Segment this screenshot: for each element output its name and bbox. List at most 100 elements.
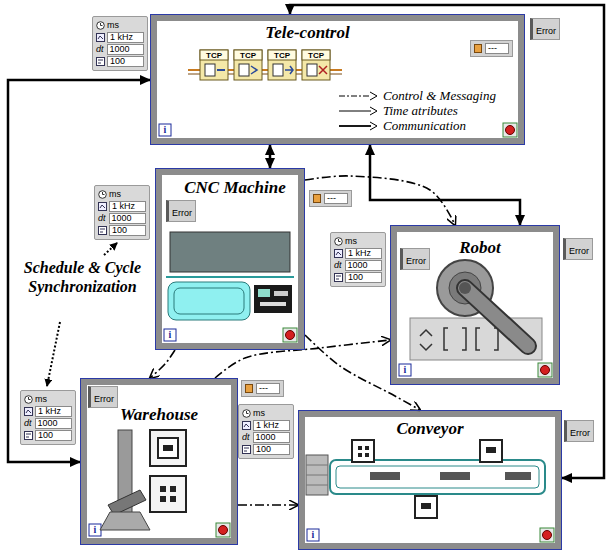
period-field: 1000 [253,432,290,443]
period-label: dt [98,214,106,223]
period-field: 1000 [345,260,382,271]
offset-icon [334,273,343,282]
loop-title: Tele-control [151,23,524,43]
time-unit: ms [35,395,47,404]
timed-loop: CNC MachineError [155,168,305,350]
status-indicator: --- [309,190,352,207]
iteration-terminal [89,124,411,541]
error-terminal: Error [166,200,196,222]
communication-link [370,145,520,225]
period-field: 1000 [35,418,72,429]
clock-icon [242,409,251,418]
priority-field: 100 [109,225,146,236]
status-indicator: --- [241,380,284,397]
iteration-label: i [399,364,411,376]
clock-icon [24,395,33,404]
period-label: dt [96,45,104,54]
source-icon [24,407,33,416]
error-terminal: Error [564,420,594,442]
source-icon [98,202,107,211]
error-label: Error [172,208,192,218]
annotation-note: Schedule & Cycle Synchronization [15,258,150,296]
robot-picture [410,260,542,360]
ft-icon [474,44,482,53]
legend: Control & MessagingTime atributesCommuni… [338,88,496,133]
timing-source-field: 1 kHz [109,201,146,212]
cnc-machine-picture [166,232,294,320]
error-terminal: Error [400,248,430,270]
time-unit: ms [253,409,265,418]
error-terminal: Error [88,386,118,408]
iteration-label: i [307,529,319,541]
error-label: Error [536,26,556,36]
function-label: TCP [268,51,296,60]
error-label: Error [570,428,590,438]
timing-config-panel: ms1 kHzdt1000100 [94,185,150,240]
clock-icon [96,21,105,30]
communication-link [269,145,272,168]
ft-icon [245,384,253,393]
control-message-link [150,350,175,378]
period-field: 1000 [109,213,146,224]
source-icon [242,421,251,430]
loop-frames [80,14,562,550]
legend-line-sample [338,121,378,131]
status-field: --- [485,43,509,54]
ft-icon [313,194,321,203]
legend-text: Time atributes [383,103,458,119]
timing-source-field: 1 kHz [253,420,290,431]
function-label: TCP [302,51,330,60]
timed-loop: RobotError [390,225,560,385]
warehouse-picture [100,430,186,530]
offset-icon [96,57,105,66]
iteration-label: i [159,124,171,136]
clock-icon [334,237,343,246]
period-label: dt [24,419,32,428]
timing-config-panel: ms 1 kHzdt1000100 [20,390,76,445]
timed-loop: Tele-control--- [150,14,525,145]
legend-line-sample [338,91,378,101]
timing-source-field: 1 kHz [35,406,72,417]
offset-icon [24,431,33,440]
error-label: Error [94,394,114,404]
timing-source-field: 1 kHz [107,32,144,43]
communication-link [8,80,150,462]
function-label: TCP [200,51,228,60]
period-field: 1000 [107,44,144,55]
clock-icon [98,190,107,199]
timing-config-panel: ms 1 kHzdt1000100 [92,16,148,71]
status-field: --- [324,193,348,204]
error-terminal: Error [530,18,560,40]
offset-icon [242,445,251,454]
timed-loop: WarehouseError [80,378,238,545]
iteration-label: i [164,329,176,341]
legend-entry: Control & Messaging [338,88,496,103]
legend-entry: Time atributes [338,103,496,118]
legend-entry: Communication [338,118,496,133]
communication-link [290,5,604,478]
iteration-label: i [89,524,101,536]
timing-config-panel: ms 1 kHzdt1000100 [238,404,294,459]
conveyor-picture [306,440,545,518]
timed-loop: Conveyor [298,410,562,550]
period-label: dt [334,261,342,270]
timing-config-panel: ms1 kHzdt1000100 [330,232,386,287]
time-unit: ms [345,237,357,246]
priority-field: 100 [107,56,144,67]
priority-field: 100 [253,444,290,455]
status-field: --- [256,383,280,394]
time-unit: ms [107,21,119,30]
function-label: TCP [234,51,262,60]
source-icon [96,33,105,42]
legend-text: Control & Messaging [383,88,496,104]
control-message-link [305,335,420,410]
priority-field: 100 [35,430,72,441]
loop-title: Warehouse [81,405,237,425]
period-label: dt [242,433,250,442]
error-terminal: Error [563,238,593,260]
timing-source-field: 1 kHz [345,248,382,259]
legend-line-sample [338,106,378,116]
